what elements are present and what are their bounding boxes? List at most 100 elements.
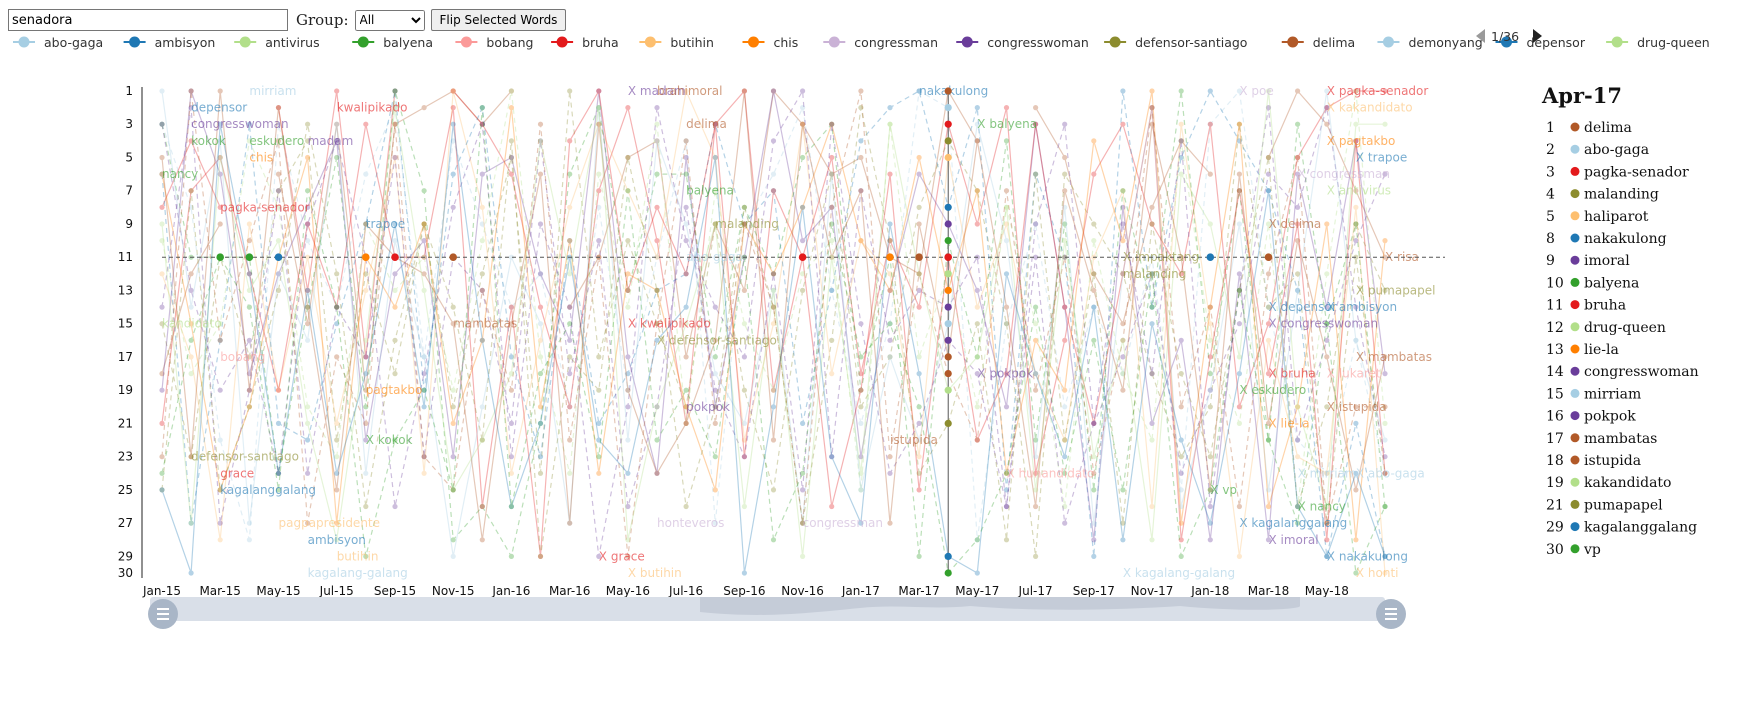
series-point[interactable] — [537, 138, 544, 144]
series-point[interactable] — [217, 387, 223, 393]
highlight-point[interactable] — [216, 253, 224, 261]
series-point[interactable] — [974, 304, 980, 310]
series-point[interactable] — [770, 304, 777, 310]
selected-month-point[interactable] — [944, 203, 952, 211]
series-point[interactable] — [829, 287, 835, 293]
series-point[interactable] — [188, 188, 194, 194]
series-point[interactable] — [392, 88, 398, 94]
word-label[interactable]: bobang — [220, 350, 265, 364]
series-point[interactable] — [1033, 171, 1039, 177]
series-point[interactable] — [1033, 371, 1039, 377]
series-point[interactable] — [1207, 321, 1213, 327]
series-point[interactable] — [188, 271, 194, 277]
series-point[interactable] — [1178, 520, 1184, 526]
series-point[interactable] — [1120, 188, 1126, 194]
series-point[interactable] — [654, 470, 660, 476]
series-point[interactable] — [1003, 487, 1010, 493]
series-point[interactable] — [887, 121, 893, 127]
series-point[interactable] — [1382, 437, 1388, 443]
series-point[interactable] — [1236, 420, 1242, 426]
series-point[interactable] — [508, 371, 514, 377]
series-point[interactable] — [537, 138, 544, 144]
series-point[interactable] — [858, 321, 864, 327]
series-point[interactable] — [1149, 121, 1155, 127]
series-point[interactable] — [1353, 238, 1359, 244]
series-point[interactable] — [1236, 321, 1242, 327]
series-point[interactable] — [916, 304, 922, 310]
series-point[interactable] — [1091, 221, 1097, 227]
series-point[interactable] — [800, 553, 806, 560]
series-point[interactable] — [858, 238, 864, 244]
series-point[interactable] — [1265, 271, 1272, 277]
series-point[interactable] — [567, 304, 573, 310]
series-point[interactable] — [1120, 354, 1126, 360]
series-point[interactable] — [1207, 121, 1213, 127]
series-point[interactable] — [858, 188, 864, 194]
series-point[interactable] — [800, 121, 806, 127]
series-point[interactable] — [800, 154, 806, 161]
series-point[interactable] — [741, 88, 748, 94]
series-point[interactable] — [305, 304, 311, 310]
series-point[interactable] — [596, 171, 602, 177]
series-point[interactable] — [537, 271, 544, 277]
word-label[interactable]: ambisyon — [308, 533, 366, 547]
series-point[interactable] — [1003, 238, 1010, 244]
series-point[interactable] — [363, 470, 369, 476]
series-point[interactable] — [450, 88, 456, 94]
series-point[interactable] — [654, 121, 660, 127]
series-point[interactable] — [770, 88, 777, 94]
series-point[interactable] — [1178, 503, 1184, 510]
series-point[interactable] — [741, 321, 748, 327]
word-label[interactable]: X kagalanggalang — [1239, 516, 1347, 530]
legend-item-drug-queen[interactable]: drug-queen — [1606, 35, 1710, 50]
series-point[interactable] — [1295, 404, 1301, 410]
series-point[interactable] — [305, 221, 311, 227]
series-point[interactable] — [479, 437, 485, 443]
series-point[interactable] — [1353, 404, 1359, 410]
series-point[interactable] — [1062, 454, 1068, 460]
series-point[interactable] — [450, 204, 456, 210]
series-point[interactable] — [275, 271, 282, 277]
series-point[interactable] — [363, 387, 369, 393]
series-point[interactable] — [1120, 537, 1126, 543]
word-label[interactable]: X imoral — [1269, 533, 1319, 547]
series-point[interactable] — [596, 420, 602, 426]
series-point[interactable] — [974, 138, 980, 144]
series-point[interactable] — [1003, 138, 1010, 144]
series-point[interactable] — [537, 337, 544, 343]
series-point[interactable] — [1207, 221, 1213, 227]
series-point[interactable] — [1353, 487, 1359, 493]
legend-item-balyena[interactable]: balyena — [352, 35, 433, 50]
series-point[interactable] — [712, 121, 718, 127]
series-point[interactable] — [159, 304, 165, 310]
series-point[interactable] — [567, 238, 573, 244]
series-point[interactable] — [1207, 404, 1213, 410]
series-point[interactable] — [159, 271, 165, 277]
word-label[interactable]: pagtakbo — [366, 383, 423, 397]
series-point[interactable] — [596, 553, 602, 560]
series-point[interactable] — [246, 337, 252, 343]
series-point[interactable] — [1295, 88, 1301, 94]
series-point[interactable] — [334, 304, 340, 310]
series-point[interactable] — [159, 371, 165, 377]
series-point[interactable] — [246, 537, 252, 543]
series-point[interactable] — [916, 287, 922, 293]
series-point[interactable] — [712, 387, 718, 393]
series-point[interactable] — [1091, 487, 1097, 493]
series-point[interactable] — [537, 271, 544, 277]
word-label[interactable]: istupida — [890, 433, 938, 447]
series-point[interactable] — [683, 503, 689, 510]
series-point[interactable] — [1295, 437, 1301, 443]
word-label[interactable]: kwalipikado — [337, 101, 408, 115]
series-point[interactable] — [683, 271, 689, 277]
series-point[interactable] — [1120, 337, 1126, 343]
series-point[interactable] — [246, 238, 252, 244]
series-point[interactable] — [305, 188, 311, 194]
series-point[interactable] — [1033, 553, 1039, 560]
series-point[interactable] — [1120, 271, 1126, 277]
series-point[interactable] — [770, 537, 777, 543]
series-point[interactable] — [392, 287, 398, 293]
series-point[interactable] — [858, 520, 864, 526]
